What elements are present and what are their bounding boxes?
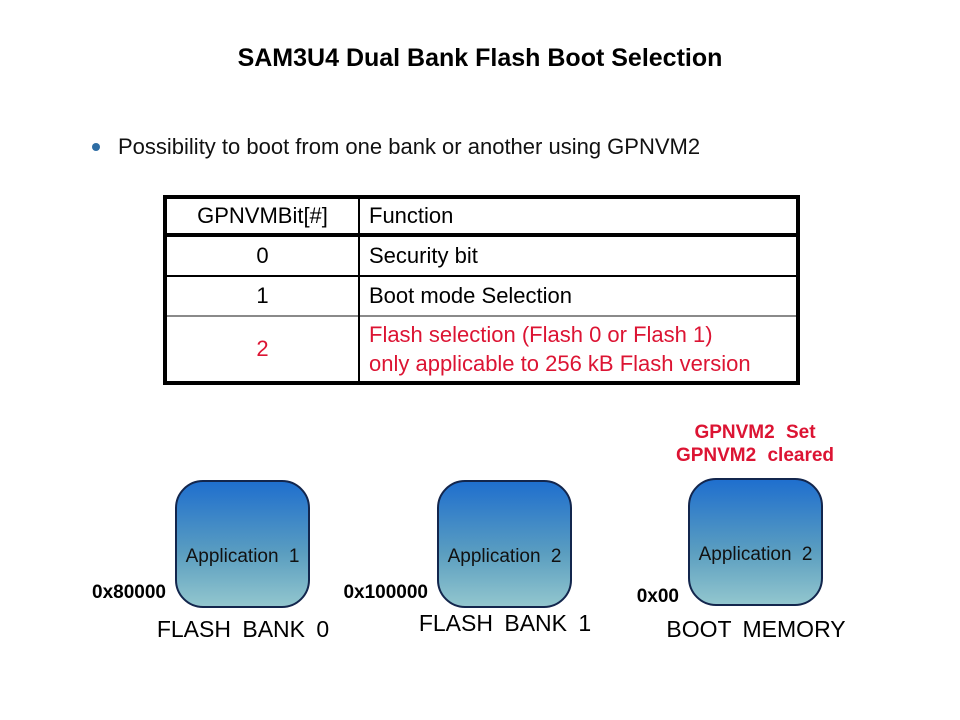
gpnvm-table: GPNVMBit[#] Function 0 Security bit 1 Bo… — [163, 195, 800, 385]
application-label: Application 2 — [447, 546, 562, 567]
page-title: SAM3U4 Dual Bank Flash Boot Selection — [237, 44, 723, 72]
gpnvm2-annotation: GPNVM2 Set GPNVM2 cleared — [648, 421, 862, 467]
flash-bank-0-group: 0x80000 Application 1 FLASH BANK 0 — [92, 480, 329, 642]
memory-block: Application 1 — [175, 480, 310, 608]
annotation-line-cleared: GPNVM2 cleared — [675, 445, 835, 466]
annotation-line-set: GPNVM2 Set — [694, 422, 816, 443]
table-header-row: GPNVMBit[#] Function — [165, 197, 798, 237]
address-label: 0x100000 — [343, 582, 428, 603]
bullet-text: Possibility to boot from one bank or ano… — [118, 134, 701, 159]
table-row: 0 Security bit — [165, 235, 798, 276]
column-header-bit: GPNVMBit[#] — [165, 197, 360, 237]
application-label: Application 1 — [185, 546, 300, 567]
application-label: Application 2 — [698, 544, 813, 565]
bullet-line: Possibility to boot from one bank or ano… — [92, 134, 700, 160]
table-row: 2 Flash selection (Flash 0 or Flash 1) o… — [165, 315, 798, 383]
function-cell: Security bit — [369, 243, 478, 268]
address-label: 0x00 — [636, 586, 679, 607]
bank-caption: FLASH BANK 0 — [156, 616, 330, 642]
function-cell: Boot mode Selection — [359, 275, 798, 316]
bank-caption: BOOT MEMORY — [666, 616, 846, 642]
address-label: 0x80000 — [92, 582, 166, 603]
flash-bank-1-group: 0x100000 Application 2 FLASH BANK 1 — [343, 480, 591, 636]
bank-caption: FLASH BANK 1 — [418, 610, 592, 636]
column-header-function: Function — [359, 197, 798, 237]
function-cell: Flash selection (Flash 0 or Flash 1) onl… — [359, 315, 798, 383]
boot-memory-group: 0x00 Application 2 BOOT MEMORY — [637, 478, 846, 642]
bit-cell: 0 — [165, 235, 360, 276]
bit-cell: 2 — [165, 315, 360, 383]
bit-cell: 1 — [165, 275, 360, 316]
memory-block: Application 2 — [437, 480, 572, 608]
bullet-icon — [92, 143, 100, 151]
table-row: 1 Boot mode Selection — [165, 275, 798, 316]
memory-block: Application 2 — [688, 478, 823, 606]
